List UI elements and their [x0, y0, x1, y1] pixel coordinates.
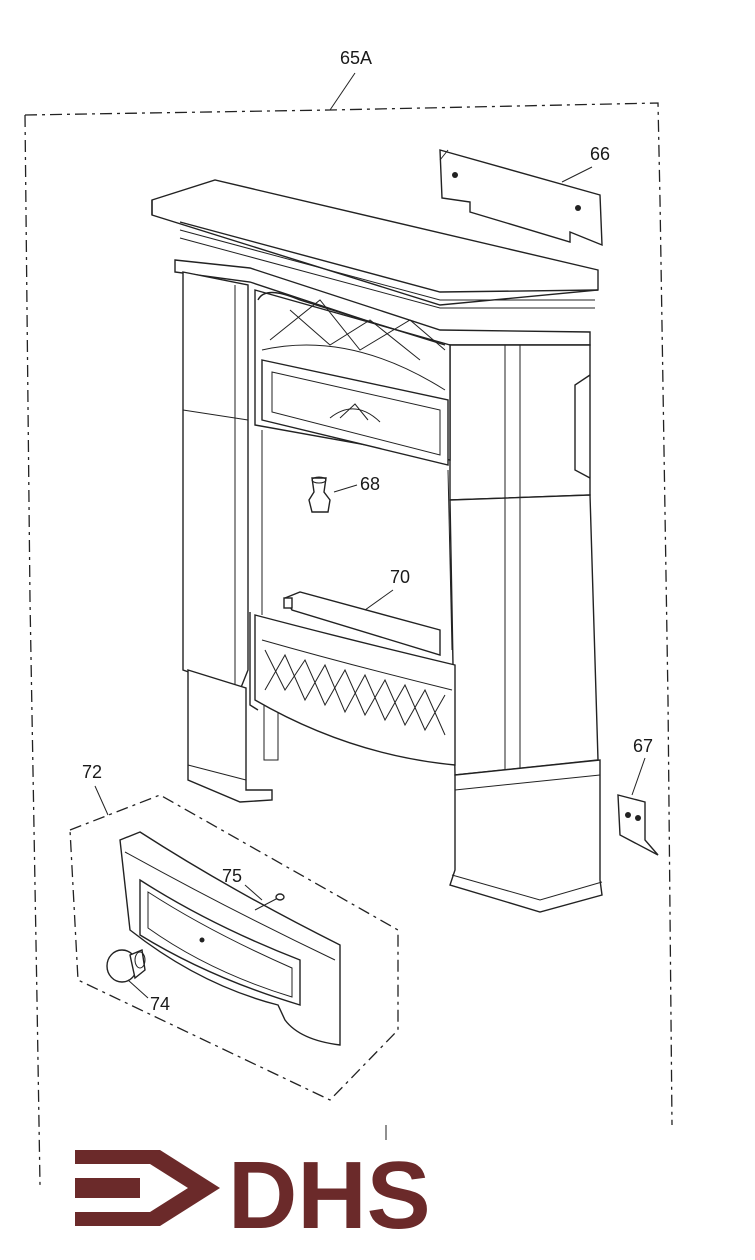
logo-text: DHS: [228, 1142, 431, 1249]
part-70-fire-bed: 70: [283, 567, 441, 656]
callout-label-68: 68: [360, 474, 380, 494]
callout-label-67: 67: [633, 736, 653, 756]
part-68-burner-jet: 68: [308, 474, 380, 513]
part-72-fret-assembly: 72 75 74: [69, 762, 399, 1101]
part-67-side-bracket: 67: [617, 736, 659, 856]
callout-label-70: 70: [390, 567, 410, 587]
logo-arrow-icon: [75, 1150, 220, 1226]
callout-label-74: 74: [150, 994, 170, 1014]
callout-label-72: 72: [82, 762, 102, 782]
assembly-boundary: [24, 102, 673, 1186]
part-66-top-bracket: 66: [439, 144, 610, 247]
part-75-screw: 75: [222, 866, 285, 911]
fret-pattern: [264, 649, 446, 736]
part-74-knob: 74: [106, 949, 170, 1014]
callout-label-66: 66: [590, 144, 610, 164]
dhs-logo: DHS: [75, 1142, 431, 1249]
callout-label-65a: 65A: [340, 48, 372, 68]
callout-65a: 65A: [329, 48, 372, 111]
dentil-molding: [179, 229, 595, 309]
fireplace-surround: [151, 179, 603, 913]
callout-label-75: 75: [222, 866, 242, 886]
